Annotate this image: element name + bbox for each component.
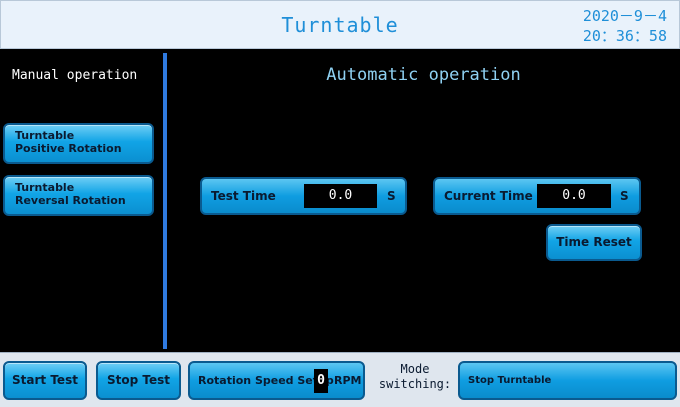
test-time-unit: S <box>387 189 396 203</box>
positive-rotation-line2: Positive Rotation <box>15 142 122 155</box>
page-title: Turntable <box>281 13 399 37</box>
mode-label-line2: switching: <box>378 377 452 391</box>
reversal-rotation-line2: Reversal Rotation <box>15 194 126 207</box>
current-time-value: 0.0 <box>537 184 611 208</box>
mode-switching-label: Mode switching: <box>372 362 458 392</box>
rotation-speed-panel: Rotation Speed Setup 0 RPM <box>188 361 365 400</box>
test-time-label: Test Time <box>211 189 276 203</box>
time-text: 20：36：58 <box>582 27 667 45</box>
test-time-panel: Test Time 0.0 S <box>200 177 407 215</box>
mode-label-line1: Mode <box>400 362 430 376</box>
test-time-value[interactable]: 0.0 <box>304 184 377 208</box>
current-time-unit: S <box>620 189 629 203</box>
title-bar: Turntable 2020－9－4 20：36：58 <box>0 0 680 49</box>
current-time-panel: Current Time 0.0 S <box>433 177 641 215</box>
positive-rotation-button[interactable]: Turntable Positive Rotation <box>3 123 154 164</box>
current-time-label: Current Time <box>444 189 533 203</box>
automatic-operation-label: Automatic operation <box>326 65 521 85</box>
rotation-speed-unit: RPM <box>334 374 362 387</box>
mode-switch-button[interactable]: Stop Turntable <box>458 361 677 400</box>
time-reset-button[interactable]: Time Reset <box>546 224 642 261</box>
start-test-button[interactable]: Start Test <box>3 361 87 400</box>
stop-test-button[interactable]: Stop Test <box>96 361 181 400</box>
rotation-speed-label: Rotation Speed Setup <box>198 374 334 387</box>
reversal-rotation-line1: Turntable <box>15 181 75 194</box>
manual-operation-label: Manual operation <box>12 68 138 83</box>
positive-rotation-line1: Turntable <box>15 129 75 142</box>
datetime-display: 2020－9－4 20：36：58 <box>583 6 667 46</box>
date-text: 2020－9－4 <box>582 7 667 25</box>
section-divider <box>163 53 167 349</box>
rotation-speed-value[interactable]: 0 <box>314 369 328 393</box>
reversal-rotation-button[interactable]: Turntable Reversal Rotation <box>3 175 154 216</box>
